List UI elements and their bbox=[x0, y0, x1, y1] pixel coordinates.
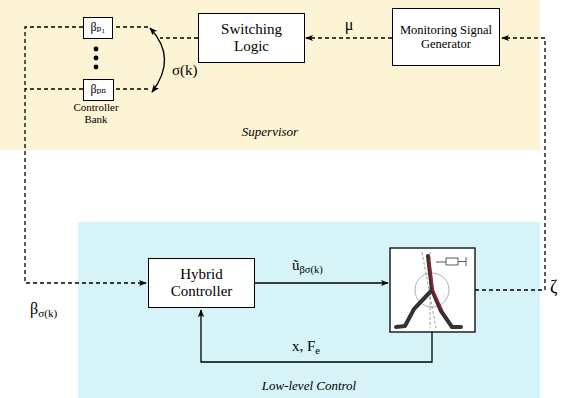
band-title: Low-level Control bbox=[78, 378, 540, 394]
group-label: Controller Bank bbox=[62, 101, 130, 125]
supervisor-band: Supervisor βₚ₁ βₚₙ Switching Logic Monitorin… bbox=[0, 0, 540, 150]
edge-label: μ bbox=[345, 17, 354, 33]
switch-signal-label: σ(k) bbox=[172, 62, 198, 79]
process-box: Switching Logic bbox=[198, 13, 305, 63]
signal-connector bbox=[306, 37, 392, 38]
supervisor-band bbox=[0, 0, 540, 150]
bank-wire bbox=[109, 88, 148, 89]
bank-wire bbox=[109, 26, 148, 27]
control-input-wire bbox=[255, 282, 388, 283]
ellipsis-dots bbox=[94, 47, 99, 70]
box-text: βₚ₁ bbox=[90, 21, 105, 35]
controller-box: βₚₙ bbox=[83, 79, 114, 101]
process-box: Monitoring Signal Generator bbox=[392, 8, 500, 66]
box-text: Hybrid Controller bbox=[154, 266, 249, 301]
robot-leg-illustration bbox=[390, 248, 475, 332]
signal-label: ũβσ(k) bbox=[292, 257, 323, 276]
box-text: Monitoring Signal Generator bbox=[398, 23, 494, 52]
low-level-band bbox=[78, 222, 540, 398]
low-level-band: Low-level Control Hybrid Controller bbox=[78, 222, 540, 398]
box-text: βₚₙ bbox=[90, 83, 106, 97]
box-text: Switching Logic bbox=[204, 21, 299, 56]
switch-arrow bbox=[150, 28, 165, 92]
signal-label: ζ bbox=[550, 278, 557, 298]
controller-signal-wire bbox=[25, 27, 146, 283]
controller-box: βₚ₁ bbox=[83, 17, 113, 39]
switch-command-wire bbox=[160, 37, 198, 38]
process-box: Hybrid Controller bbox=[148, 258, 255, 308]
signal-label: βσ(k) bbox=[30, 300, 57, 320]
measurement-wire bbox=[475, 38, 545, 290]
signal-label: x, Fe bbox=[292, 338, 320, 357]
bank-wire bbox=[25, 88, 83, 89]
band-title: Supervisor bbox=[0, 124, 540, 140]
